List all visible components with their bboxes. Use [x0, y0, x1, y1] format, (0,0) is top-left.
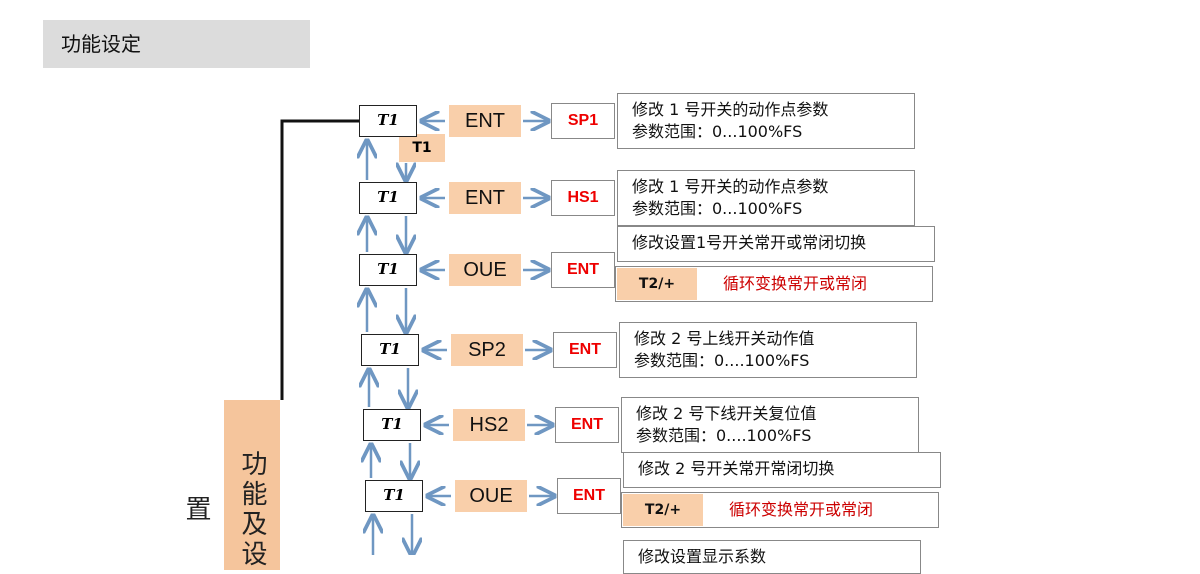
description-box: 修改设置1号开关常开或常闭切换: [617, 226, 935, 262]
section-title: 功能设定: [43, 20, 310, 68]
t2-plus-key: T2/+: [617, 268, 697, 300]
toggle-note: 循环变换常开或常闭: [729, 500, 874, 519]
code-box: ENT: [557, 478, 621, 514]
description-box: 修改 1 号开关的动作点参数参数范围：0...100%FS: [617, 93, 915, 149]
step-label: OUE: [455, 480, 527, 512]
t1-key-box[interactable]: T1: [361, 334, 419, 366]
main-connector: [280, 119, 359, 400]
toggle-note-box: T2/+ 循环变换常开或常闭: [621, 492, 939, 528]
code-box: ENT: [553, 332, 617, 368]
description-line: 修改 1 号开关的动作点参数: [632, 100, 829, 119]
code-box: SP1: [551, 103, 615, 139]
description-box: 修改 2 号上线开关动作值参数范围：0....100%FS: [619, 322, 917, 378]
description-box: 修改 2 号下线开关复位值参数范围：0....100%FS: [621, 397, 919, 453]
description-line: 修改 2 号上线开关动作值: [634, 329, 815, 348]
t1-key-box[interactable]: T1: [359, 182, 417, 214]
code-box: HS1: [551, 180, 615, 216]
description-line: 修改 2 号下线开关复位值: [636, 404, 817, 423]
description-line: 修改设置显示系数: [638, 547, 767, 566]
connector-lines: [280, 0, 1200, 555]
description-box: 修改设置显示系数: [623, 540, 921, 574]
description-line: 参数范围：0...100%FS: [632, 199, 803, 218]
t1-key-box[interactable]: T1: [365, 480, 423, 512]
step-label: ENT: [449, 182, 521, 214]
description-line: 修改 2 号开关常开常闭切换: [638, 459, 835, 478]
description-line: 参数范围：0...100%FS: [632, 122, 803, 141]
t1-key-box[interactable]: T1: [359, 105, 417, 137]
step-label: HS2: [453, 409, 525, 441]
step-label: ENT: [449, 105, 521, 137]
code-box: ENT: [551, 252, 615, 288]
side-label: 功能及设置: [181, 400, 280, 570]
description-box: 修改 2 号开关常开常闭切换: [623, 452, 941, 488]
t1-key-box[interactable]: T1: [359, 254, 417, 286]
description-line: 参数范围：0....100%FS: [636, 426, 812, 445]
t1-key-label: T1: [399, 134, 445, 162]
toggle-note-box: T2/+ 循环变换常开或常闭: [615, 266, 933, 302]
toggle-note: 循环变换常开或常闭: [723, 274, 868, 293]
step-label: SP2: [451, 334, 523, 366]
description-line: 修改设置1号开关常开或常闭切换: [632, 233, 867, 252]
t2-plus-key: T2/+: [623, 494, 703, 526]
description-box: 修改 1 号开关的动作点参数参数范围：0...100%FS: [617, 170, 915, 226]
step-label: OUE: [449, 254, 521, 286]
code-box: ENT: [555, 407, 619, 443]
description-line: 修改 1 号开关的动作点参数: [632, 177, 829, 196]
t1-key-box[interactable]: T1: [363, 409, 421, 441]
description-line: 参数范围：0....100%FS: [634, 351, 810, 370]
